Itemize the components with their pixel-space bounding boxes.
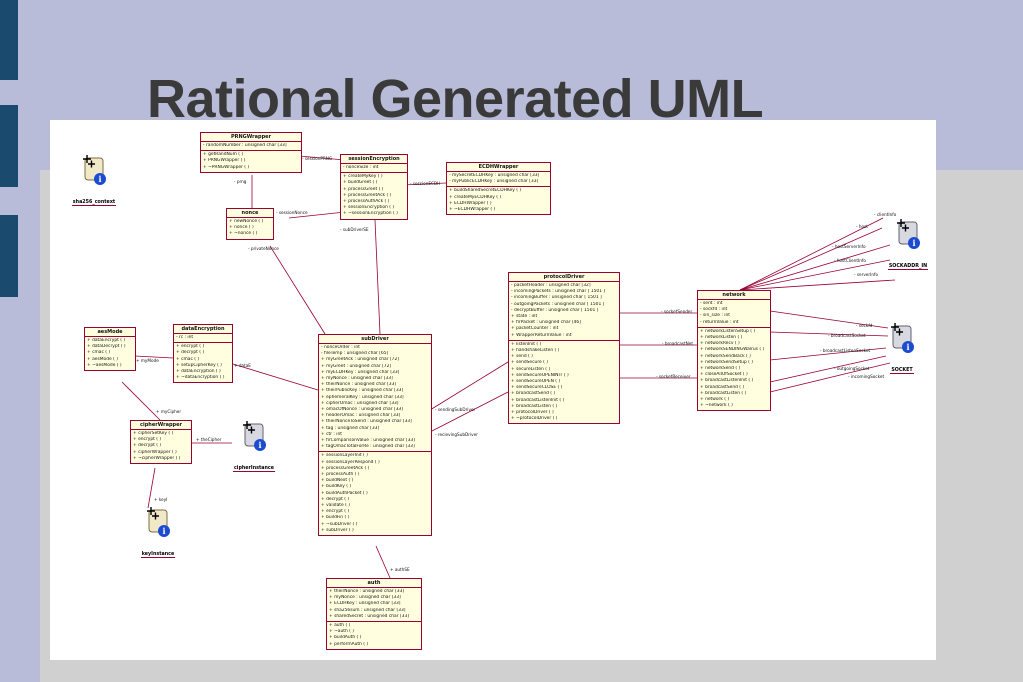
relation-label-socketSender: - socketSender (661, 309, 693, 314)
component-cipherInstance[interactable]: i cipherInstance (224, 418, 284, 473)
class-PRNGWrapper[interactable]: PRNGWrapper - randomNumber : unsigned ch… (200, 132, 302, 173)
class-protocolDriver[interactable]: protocolDriver - packetHeader : unsigned… (508, 272, 620, 425)
side-accent-bottom (0, 215, 18, 297)
relation-label-subDriverSE: - subDriverSE (340, 227, 369, 232)
relation-label-sessionNonce: - sessionNonce (276, 210, 308, 215)
relation-label-keyI: + keyI (154, 497, 168, 502)
relation-label-sockfd: - sockfd (856, 323, 873, 328)
relation-label-hostServerInfo: - hostServerInfo (832, 244, 866, 249)
relation-lines (121, 155, 896, 579)
edge-myCipher (121, 381, 161, 421)
side-accent-middle (0, 105, 18, 187)
relation-label-clientInfo: - clientInfo (874, 212, 897, 217)
edge-myMode (134, 355, 174, 359)
edge-hostClientInfo (739, 259, 891, 291)
component-icon: i (147, 507, 170, 537)
class-network[interactable]: network - sent : int - sockfd : int - si… (697, 290, 771, 412)
relation-label-recievingSubDriver: - recievingSubDriver (435, 432, 478, 437)
relation-label-theCipher: + theCipher (196, 437, 222, 442)
component-SOCKADDR_IN[interactable]: i SOCKADDR_IN (878, 216, 936, 271)
edge-authSE (375, 545, 391, 579)
class-ECDHWrapper[interactable]: ECDHWrapper - mySecretECDHKey : unsigned… (446, 162, 551, 216)
relation-label-serverInfo: - serverInfo (854, 272, 879, 277)
relation-label-authSE: + authSE (390, 567, 410, 572)
relation-label-hostClientInfo: - hostClientInfo (834, 258, 866, 263)
edge-subDriverSE (374, 219, 381, 335)
svg-text:i: i (162, 526, 165, 536)
class-cipherWrapper[interactable]: cipherWrapper + cipherSetKey ( ) + encry… (130, 420, 192, 465)
component-icon: i (897, 219, 920, 249)
relation-label-sessionECDH: - sessionECDH (410, 181, 441, 186)
svg-text:i: i (98, 174, 101, 184)
edge-sendingSubDriver (429, 361, 509, 411)
edge-recievingSubDriver (429, 391, 509, 433)
class-dataEncryption[interactable]: dataEncryption - rc : int + encrypt ( ) … (173, 324, 233, 384)
edge-privateNonce (269, 245, 326, 335)
component-label: SOCKADDR_IN (887, 264, 929, 270)
relation-label-myCipher: + myCipher (156, 409, 182, 414)
component-label: sha256_context (71, 200, 117, 206)
class-sessionEncryption[interactable]: sessionEncryption - nonceSize : int + cr… (340, 154, 408, 220)
edge-outgoingSocket (769, 355, 887, 383)
relation-label-myMode: + myMode (136, 358, 159, 363)
relation-label-dataE: + dataE (234, 363, 251, 368)
component-icon: i (83, 155, 106, 185)
edge-broadcastSocket (769, 331, 889, 337)
component-label: cipherInstance (232, 466, 276, 472)
relation-label-sendingSubDriver: - sendingSubDriver (435, 407, 476, 412)
component-sha256_context[interactable]: i sha256_context (64, 152, 124, 207)
relation-label-host: - host (856, 224, 868, 229)
relation-label-incomingSocket: - incomingSocket (848, 374, 885, 379)
relation-label-socketReceiver: - socketReceiver (656, 374, 691, 379)
component-icon: i (891, 323, 914, 353)
uml-diagram: PRNGWrapper - randomNumber : unsigned ch… (50, 120, 936, 660)
edge-sockfd (769, 310, 889, 329)
relation-label-broadcastSocket: - broadcastSocket (828, 333, 866, 338)
component-icon: i (243, 421, 266, 451)
edge-clientInfo (739, 217, 884, 291)
relation-label-broadcastNet: - broadcastNet (662, 341, 693, 346)
svg-text:i: i (258, 440, 261, 450)
edge-incomingSocket (769, 362, 891, 393)
class-nonce[interactable]: nonce + newNonce ( ) + nonce ( ) + ~nonc… (226, 208, 274, 240)
edge-sessionPRNG (298, 155, 346, 161)
edge-broadcastListenSocket (769, 347, 887, 361)
edge-serverInfo (739, 279, 896, 291)
svg-text:i: i (906, 342, 909, 352)
class-auth[interactable]: auth + theirNonce : unsigned char [33] +… (326, 578, 422, 650)
relation-label-prng: - prng (234, 179, 247, 184)
svg-text:i: i (912, 238, 915, 248)
component-label: SOCKET (890, 368, 914, 374)
edge-sessionNonce (288, 211, 346, 219)
relation-label-privateNonce: - privateNonce (248, 246, 279, 251)
slide-title: Rational Generated UML (147, 69, 764, 129)
edge-host (739, 227, 883, 291)
relation-label-broadcastListenSocket: - broadcastListenSocket (820, 348, 871, 353)
component-keyInstance[interactable]: i keyInstance (128, 504, 188, 559)
edge-hostServerInfo (739, 244, 891, 291)
edge-dataE (232, 363, 319, 391)
component-label: keyInstance (140, 552, 176, 558)
relation-label-sessionPRNG: - sessionPRNG (302, 156, 333, 161)
class-aesMode[interactable]: aesMode + dataEncrypt ( ) + dataDecrypt … (84, 327, 136, 372)
class-subDriver[interactable]: subDriver - nonceOrder : int - fileTemp … (318, 334, 432, 537)
relation-label-outgoingSocket: - outgoingSocket (834, 366, 870, 371)
edge-keyI (147, 467, 156, 509)
side-accent-top (0, 0, 18, 80)
edge-sessionECDH (402, 182, 447, 186)
component-SOCKET[interactable]: i SOCKET (872, 320, 932, 375)
